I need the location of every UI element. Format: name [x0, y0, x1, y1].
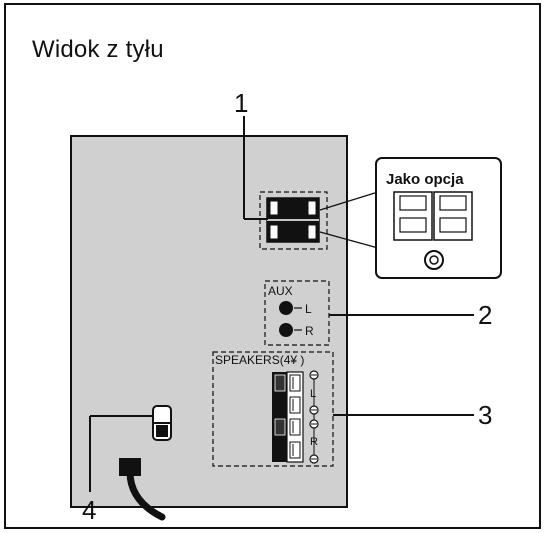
optional-connector-left-bottom: [399, 217, 427, 233]
speaker-right-label: R: [310, 436, 318, 448]
speaker-terminal-1-left: [274, 374, 286, 392]
aux-left-label: L: [305, 302, 312, 316]
speaker-terminal-4-right: [289, 441, 301, 459]
section-title: Widok z tyłu: [32, 36, 164, 63]
antenna-area-outline: [259, 191, 328, 250]
speakers-area-outline: [212, 351, 334, 467]
antenna-terminal-bl: [269, 224, 279, 240]
callout-3: 3: [478, 400, 492, 430]
antenna-terminal-tl: [269, 200, 279, 216]
aux-left-jack: [279, 301, 293, 315]
optional-connector-left-top: [399, 195, 427, 211]
callout-1: 1: [234, 88, 248, 118]
optional-connector-right-top: [439, 195, 467, 211]
callout-4: 4: [82, 495, 96, 525]
optional-coax-inner: [429, 255, 439, 265]
figure-frame: Widok z tyłu 1 Jako opcja AUX L: [4, 3, 541, 529]
device-rear-panel: [70, 135, 348, 508]
inset-pointer-top: [319, 191, 379, 211]
antenna-terminal-tr: [307, 200, 317, 216]
optional-connector-right-bottom: [439, 217, 467, 233]
speaker-terminal-block-right-bg: [286, 371, 304, 463]
power-cord-plug: [119, 458, 141, 476]
rear-panel-diagram: 1 Jako opcja AUX L R 2 SPEAKERS(4¥ ): [70, 88, 502, 525]
speaker-terminal-3-right: [289, 418, 301, 436]
aux-right-jack: [279, 323, 293, 337]
optional-inset-label: Jako opcja: [386, 171, 464, 188]
speaker-terminal-3-left: [274, 418, 286, 436]
power-switch-knob: [156, 425, 168, 437]
aux-right-label: R: [305, 324, 314, 338]
speaker-terminal-2-right: [289, 396, 301, 414]
power-cord: [126, 468, 166, 521]
aux-area-outline: [264, 280, 330, 346]
speaker-terminal-1-right: [289, 374, 301, 392]
callout-2: 2: [478, 300, 492, 330]
speakers-label: SPEAKERS(4¥ ): [215, 353, 304, 367]
inset-pointer-bottom: [319, 231, 379, 249]
speaker-left-label: L: [310, 388, 316, 400]
aux-label: AUX: [268, 284, 293, 298]
antenna-terminal-br: [307, 224, 317, 240]
